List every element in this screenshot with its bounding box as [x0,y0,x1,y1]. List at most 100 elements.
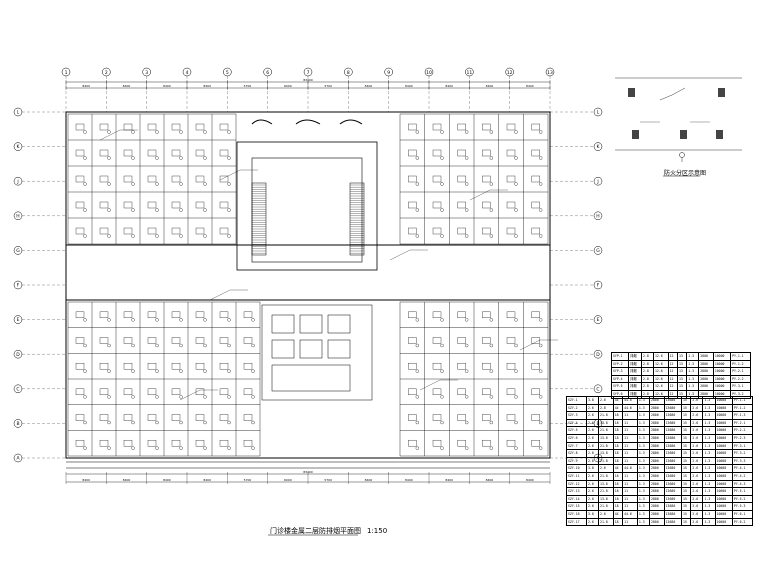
exam-desk [432,337,442,344]
dimension-value: 8400 [82,478,90,482]
exam-desk [123,149,133,157]
exam-desk [243,337,253,344]
axis-label: 9 [387,70,390,76]
chair [131,208,135,212]
chair [514,130,518,134]
exam-desk [195,149,205,157]
axis-bubble [593,211,603,221]
chair [155,182,159,186]
exam-desk [408,175,417,183]
chair [107,369,111,373]
core-shafts [261,304,373,401]
exam-desk [219,414,229,421]
chair [131,446,135,450]
chair [179,343,183,348]
exam-desk [195,388,205,396]
exam-desk [123,337,133,344]
axis-bubble [593,142,603,151]
exam-desk [531,201,540,209]
dimension-value: 8400 [82,84,90,88]
axis-label: K [597,144,601,150]
chair [251,420,255,425]
chair [538,234,543,238]
bottom-band [66,461,550,469]
axis-label: A [16,456,20,462]
dimension-value: 8400 [123,478,131,482]
exam-desk [506,414,516,421]
chair [131,234,135,238]
chair [83,395,87,399]
chair [179,420,183,425]
exam-desk [506,337,516,344]
axis-bubble [593,280,603,290]
chair [83,369,87,373]
chair [179,234,183,238]
exam-desk [219,123,229,131]
exam-desk [506,201,516,209]
exam-desk [457,337,466,344]
exam-desk [408,201,417,209]
exam-desk [506,175,516,183]
chair [514,420,518,425]
chair [227,343,231,348]
chair [83,130,87,134]
axis-label: 2 [105,70,108,76]
chair [179,395,183,399]
chair [203,369,207,373]
chair [251,446,255,450]
chair [179,130,183,134]
dimension-value: 5700 [324,478,332,482]
axis-label: 1 [65,70,68,76]
chair [131,395,135,399]
exam-desk [99,123,109,131]
chair [131,343,135,348]
axis-label: H [16,213,19,219]
chair [464,156,469,160]
axis-label: 6 [266,70,269,76]
exam-desk [432,388,442,396]
exam-desk [408,362,417,370]
axis-label: D [596,352,600,358]
chair [83,182,87,186]
dimension-value: 8400 [526,84,534,88]
chair [83,208,87,212]
exam-desk [171,311,181,319]
exam-desk [457,149,466,157]
exam-desk [457,227,466,235]
exam-desk [75,388,85,396]
drawing-scale: 1:150 [367,527,388,535]
exam-desk [432,439,442,447]
axis-label: G [596,248,600,254]
chair [538,208,543,212]
exam-desk [219,311,229,319]
exam-desk [219,201,229,209]
exam-desk [408,311,417,319]
escalator-treads [252,184,364,254]
exam-desk [123,227,133,235]
room-partitions [67,113,549,457]
exam-desk [171,201,181,209]
exam-desk [147,201,157,209]
exam-desk [482,439,491,447]
chair [538,395,543,399]
chair [131,318,135,322]
dimension-value: 8400 [123,84,131,88]
chair [538,446,543,450]
exam-desk [99,227,109,235]
chair [203,130,207,134]
exam-desk [195,175,205,183]
axis-bubble [593,246,603,255]
chair [415,130,420,134]
chair [203,420,207,425]
exam-desk [147,337,157,344]
chair [155,343,159,348]
exam-desk [171,439,181,447]
overall-dimension: 83400 [303,78,313,82]
exam-desk [482,414,491,421]
chair [415,318,420,322]
